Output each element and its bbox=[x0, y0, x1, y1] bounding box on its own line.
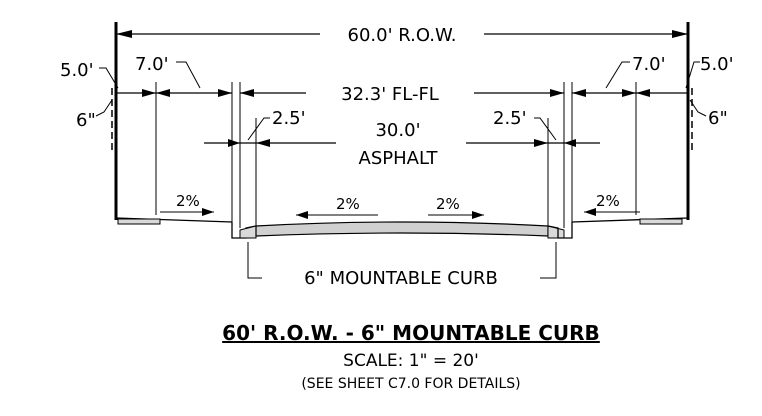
gutter-right-label: 2.5' bbox=[493, 108, 527, 129]
curb-right bbox=[547, 222, 573, 239]
curb-callout-leader-left bbox=[247, 242, 262, 279]
slope-parkway-right-label: 2% bbox=[596, 192, 620, 210]
sidewalk-right-label: 5.0' bbox=[700, 54, 734, 75]
section-title: 60' R.O.W. - 6" MOUNTABLE CURB bbox=[222, 321, 600, 345]
slope-parkway-left-label: 2% bbox=[176, 192, 200, 210]
asphalt-pavement bbox=[255, 221, 549, 237]
parkway-left-label: 7.0' bbox=[135, 54, 169, 75]
scale-label: SCALE: 1" = 20' bbox=[343, 351, 479, 371]
sidewalk-slab-left bbox=[117, 218, 161, 225]
curb-callout-leader-right bbox=[540, 242, 557, 279]
gutter-left-label: 2.5' bbox=[272, 108, 306, 129]
parkway-right-label: 7.0' bbox=[632, 54, 666, 75]
sidewalk-slab-right bbox=[639, 218, 683, 225]
sidewalk-left-label: 5.0' bbox=[60, 60, 94, 81]
details-note: (SEE SHEET C7.0 FOR DETAILS) bbox=[301, 376, 520, 392]
row-dimension-label: 60.0' R.O.W. bbox=[348, 25, 457, 46]
asphalt-label: ASPHALT bbox=[359, 148, 439, 169]
curb-callout-label: 6" MOUNTABLE CURB bbox=[304, 268, 498, 289]
curb-offset-left-label: 6" bbox=[76, 110, 96, 131]
fl-fl-label: 32.3' FL-FL bbox=[341, 84, 439, 105]
slope-road-left-label: 2% bbox=[336, 195, 360, 213]
curb-offset-right-label: 6" bbox=[708, 108, 728, 129]
slope-road-right-label: 2% bbox=[436, 195, 460, 213]
gutter-pan-left bbox=[239, 225, 257, 239]
asphalt-width-label: 30.0' bbox=[375, 120, 420, 141]
row-arrow-right bbox=[672, 30, 688, 38]
row-arrow-left bbox=[116, 30, 132, 38]
